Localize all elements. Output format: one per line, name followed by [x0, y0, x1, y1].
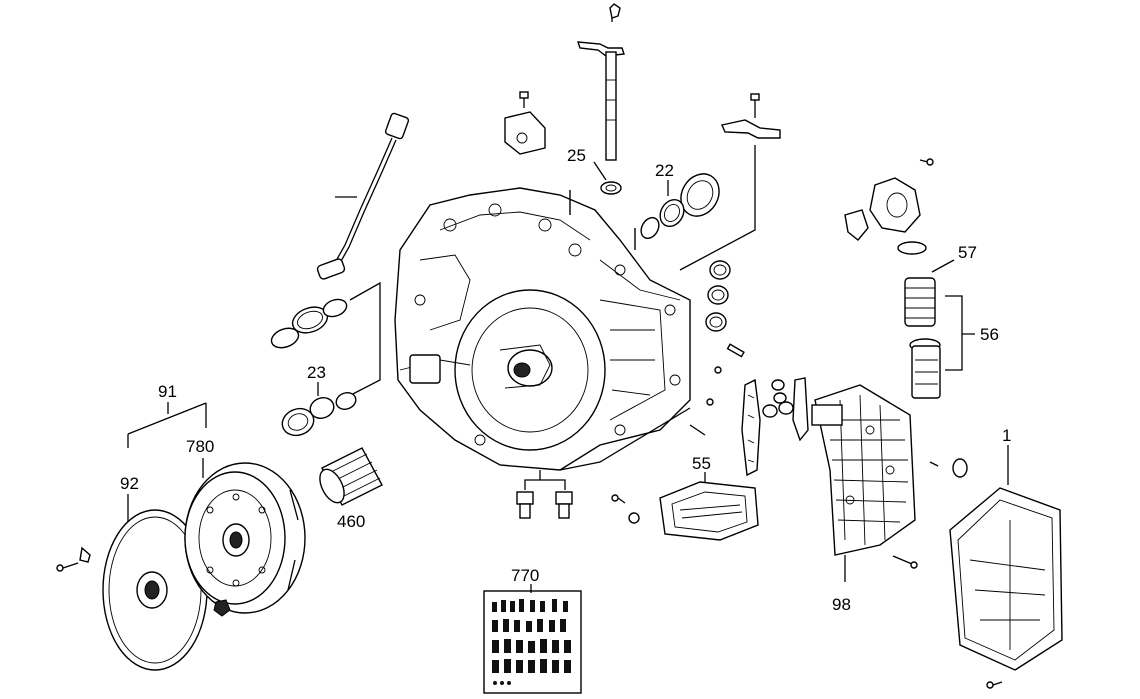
seal-set-22[interactable]: 22	[638, 161, 727, 242]
torque-converter-780[interactable]	[184, 462, 306, 617]
callout-57: 57	[958, 243, 977, 262]
shift-rod[interactable]	[576, 3, 625, 161]
boot-460[interactable]: 460	[315, 447, 383, 531]
filter-housing[interactable]	[844, 158, 934, 255]
o-rings-column[interactable]	[705, 260, 731, 332]
transmission-case[interactable]	[394, 187, 691, 471]
filter-cartridge-56[interactable]: 56	[909, 295, 999, 399]
callout-23: 23	[307, 363, 326, 382]
sensor-bracket[interactable]	[679, 93, 781, 271]
rings-upper-left[interactable]	[269, 281, 381, 399]
callout-91-bracket: 91 780 92	[120, 382, 214, 522]
callout-56: 56	[980, 325, 999, 344]
callout-780: 780	[186, 437, 214, 456]
callout-55: 55	[692, 454, 711, 473]
separator-gaskets[interactable]	[741, 377, 809, 477]
speed-sensor-harness[interactable]	[316, 112, 410, 280]
oil-pan-1[interactable]: 1	[949, 426, 1063, 689]
plug-set[interactable]	[516, 470, 573, 519]
seal-25[interactable]: 25	[567, 146, 622, 195]
valve-body-98[interactable]: 98	[811, 384, 968, 614]
callout-1: 1	[1002, 426, 1011, 445]
callout-770: 770	[511, 566, 539, 585]
seal-set-23[interactable]: 23	[279, 363, 359, 440]
callout-92: 92	[120, 474, 139, 493]
callout-25: 25	[567, 146, 586, 165]
callout-98: 98	[832, 595, 851, 614]
filter-55[interactable]: 55	[659, 454, 759, 541]
filter-element-57[interactable]: 57	[904, 243, 977, 327]
flexplate-92[interactable]	[56, 509, 208, 671]
mounting-bracket[interactable]	[504, 91, 546, 155]
spring-kit-770[interactable]: 770	[483, 566, 582, 694]
callout-22: 22	[655, 161, 674, 180]
small-screws-center[interactable]	[611, 343, 745, 524]
callout-91: 91	[158, 382, 177, 401]
callout-460: 460	[337, 512, 365, 531]
